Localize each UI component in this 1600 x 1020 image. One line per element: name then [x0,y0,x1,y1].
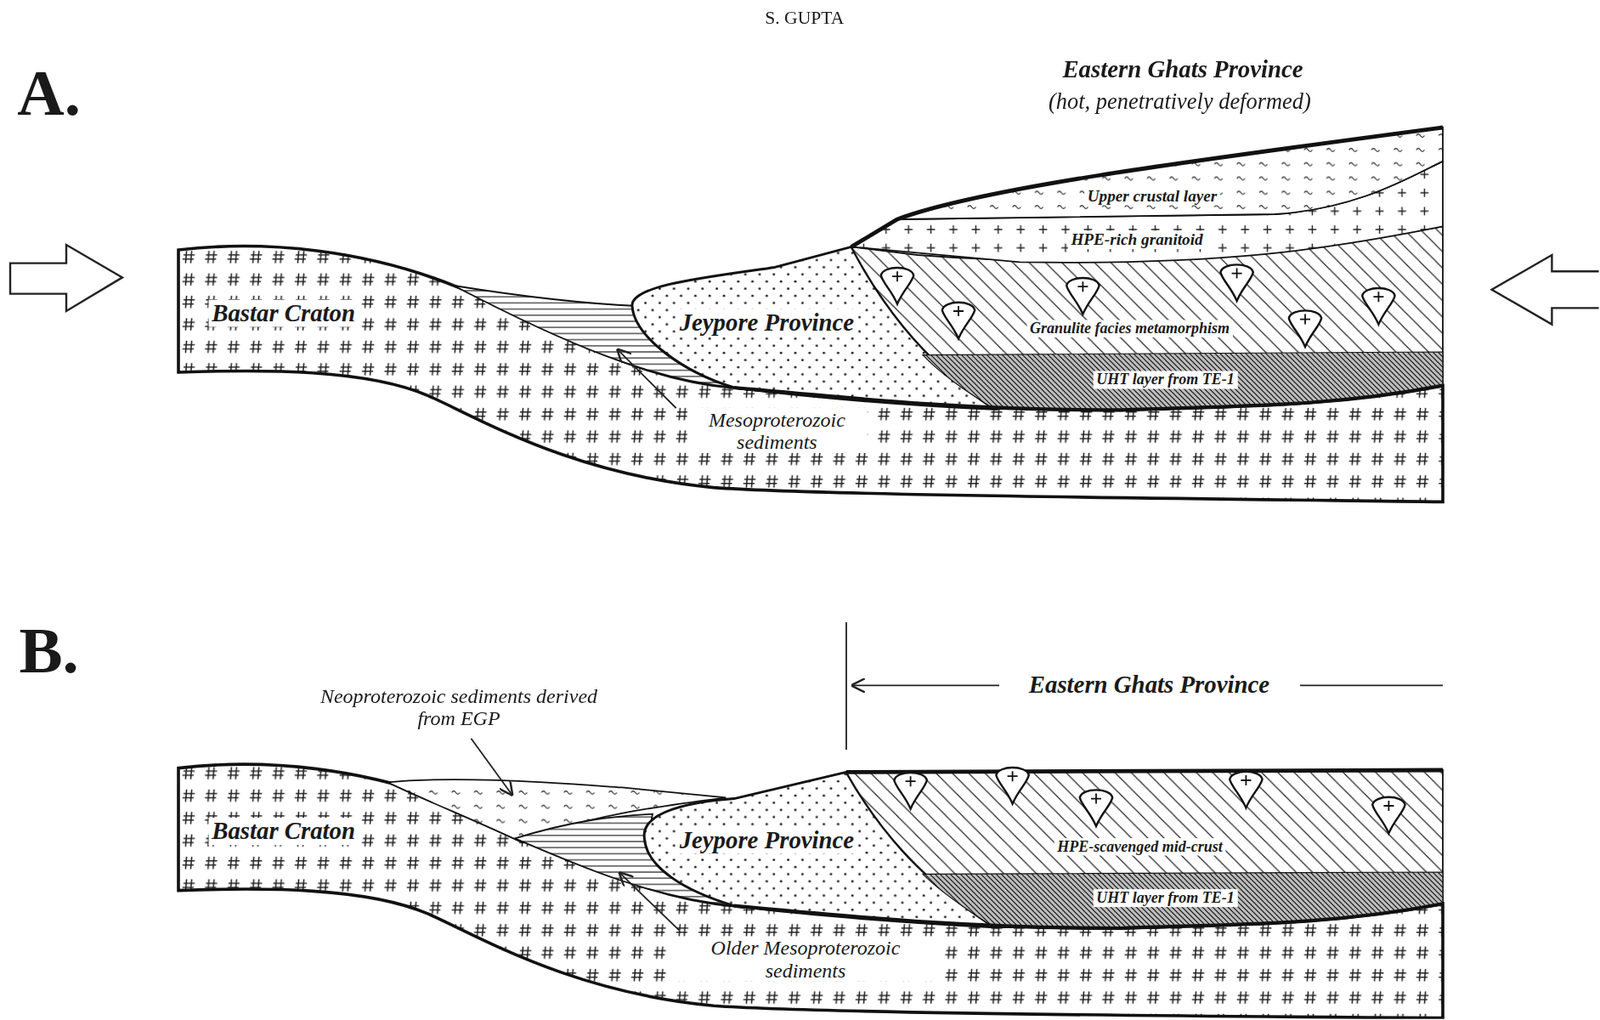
province-note: (hot, penetratively deformed) [1048,89,1312,114]
region-label: Bastar Craton [209,299,359,328]
callout-label: Older Mesoproterozoic sediments [674,936,936,982]
layer-label: Upper crustal layer [1084,186,1221,205]
panel-letter: B. [18,614,79,686]
egp-base [734,385,1443,411]
extent-arrow [852,684,1000,687]
top-surface [851,127,1443,247]
hpe-scavenged-crust [846,769,1443,928]
leader-line [620,872,680,930]
egp-base [734,903,1443,928]
layer-label: UHT layer from TE-1 [1093,371,1239,389]
uht-layer [922,871,1443,928]
region-label: Jeypore Province [676,308,858,336]
compression-arrow [1492,254,1600,325]
running-header: S. GUPTA [764,8,844,29]
leader-line [617,350,676,408]
compression-arrow [10,244,123,311]
layer-label: HPE-rich granitoid [1068,230,1206,249]
bastar-craton [178,763,1443,1018]
region-label: Jeypore Province [676,826,858,854]
panel-b [178,621,1443,1018]
boundary-tick [845,621,848,750]
panel-a [10,127,1600,502]
province-title: Eastern Ghats Province [1025,670,1273,698]
plutons [881,264,1396,347]
extent-line [1300,684,1443,687]
panel-letter: A. [16,57,81,130]
layer-label: Granulite facies metamorphism [1026,320,1233,338]
layer-label: UHT layer from TE-1 [1093,888,1239,906]
plutons [893,767,1405,833]
leader-line [470,738,512,795]
top-surface [846,769,1443,772]
uht-layer [922,351,1443,410]
upper-crust [897,127,1443,220]
province-title: Eastern Ghats Province [1062,56,1303,84]
layer-label: HPE-scavenged mid-crust [1054,837,1227,855]
callout-label: Mesoproterozoic sediments [687,407,867,453]
callout-label: Neoproterozoic sediments derived from EG… [307,684,610,730]
region-label: Bastar Craton [209,817,359,845]
